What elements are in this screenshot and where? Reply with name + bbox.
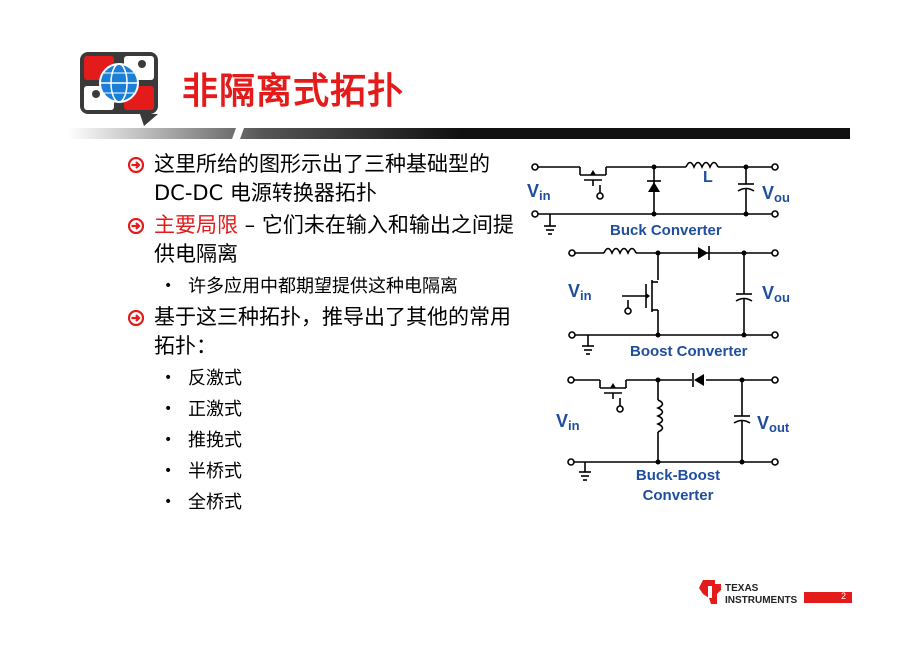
- page-title: 非隔离式拓扑: [182, 71, 405, 112]
- bullet-item: 基于这三种拓扑，推导出了其他的常用拓扑：: [128, 303, 523, 361]
- sub-bullet-item: • 推挽式: [128, 426, 523, 455]
- arrow-circle-icon: [128, 310, 144, 326]
- bullet-dot-icon: •: [164, 370, 173, 386]
- bullet-dot-icon: •: [164, 432, 173, 448]
- buck-inductor-label: L: [703, 169, 713, 186]
- buck-boost-caption-line1: Buck-Boost: [636, 467, 720, 484]
- buck-boost-vout-label: Vout: [757, 413, 790, 435]
- sub-bullet-item: • 许多应用中都期望提供这种电隔离: [128, 272, 523, 301]
- boost-converter-schematic: [568, 247, 779, 355]
- sub-bullet-text: 许多应用中都期望提供这种电隔离: [188, 276, 458, 297]
- buck-caption: Buck Converter: [610, 222, 722, 239]
- sub-bullet-item: • 全桥式: [128, 488, 523, 517]
- bullet-text: 基于这三种拓扑，推导出了其他的常用拓扑：: [154, 305, 511, 358]
- sub-bullet-text: 正激式: [188, 399, 242, 420]
- page-number: 2: [840, 591, 846, 601]
- bullet-highlight: 主要局限: [154, 213, 238, 237]
- bullet-list: 这里所给的图形示出了三种基础型的 DC-DC 电源转换器拓扑 主要局限 – 它们…: [128, 150, 523, 519]
- sub-bullet-text: 全桥式: [188, 492, 242, 513]
- sub-bullet-text: 推挽式: [188, 430, 242, 451]
- buck-diode: [648, 182, 660, 192]
- arrow-circle-icon: [128, 157, 144, 173]
- brand-line2: INSTRUMENTS: [725, 595, 798, 606]
- sub-bullet-item: • 半桥式: [128, 457, 523, 486]
- arrow-circle-icon: [128, 218, 144, 234]
- sub-bullet-item: • 正激式: [128, 395, 523, 424]
- buck-boost-vin-label: Vin: [556, 411, 580, 433]
- bullet-dot-icon: •: [164, 401, 173, 417]
- buck-boost-caption-line2: Converter: [643, 487, 714, 504]
- header-logo: [80, 52, 158, 126]
- buck-boost-diode: [694, 374, 704, 386]
- title-underline-bar: [68, 128, 850, 139]
- buck-converter-schematic: [531, 161, 779, 235]
- page-number-box: 2: [804, 591, 852, 603]
- bullet-dot-icon: •: [164, 278, 173, 294]
- bullet-text: – 它们未在输入和输出之间提供电隔离: [154, 213, 514, 266]
- bullet-item: 主要局限 – 它们未在输入和输出之间提供电隔离: [128, 211, 523, 269]
- sub-bullet-item: • 反激式: [128, 364, 523, 393]
- buck-vout-label: Vout: [762, 183, 790, 205]
- sub-bullet-text: 反激式: [188, 368, 242, 389]
- texas-instruments-logo: TEXAS INSTRUMENTS: [699, 580, 798, 606]
- boost-vout-label: Vout: [762, 283, 790, 305]
- converter-diagrams: Vin Vout L Buck Converter Vin Vout Boost…: [527, 161, 790, 504]
- sub-bullet-text: 半桥式: [188, 461, 242, 482]
- bullet-dot-icon: •: [164, 494, 173, 510]
- bullet-text: 这里所给的图形示出了三种基础型的 DC-DC 电源转换器拓扑: [154, 152, 490, 205]
- boost-vin-label: Vin: [568, 281, 592, 303]
- bullet-item: 这里所给的图形示出了三种基础型的 DC-DC 电源转换器拓扑: [128, 150, 523, 208]
- brand-line1: TEXAS: [725, 583, 759, 594]
- buck-boost-converter-schematic: [567, 376, 779, 481]
- buck-vin-label: Vin: [527, 181, 551, 203]
- boost-caption: Boost Converter: [630, 343, 748, 360]
- bullet-dot-icon: •: [164, 463, 173, 479]
- boost-diode: [698, 247, 708, 259]
